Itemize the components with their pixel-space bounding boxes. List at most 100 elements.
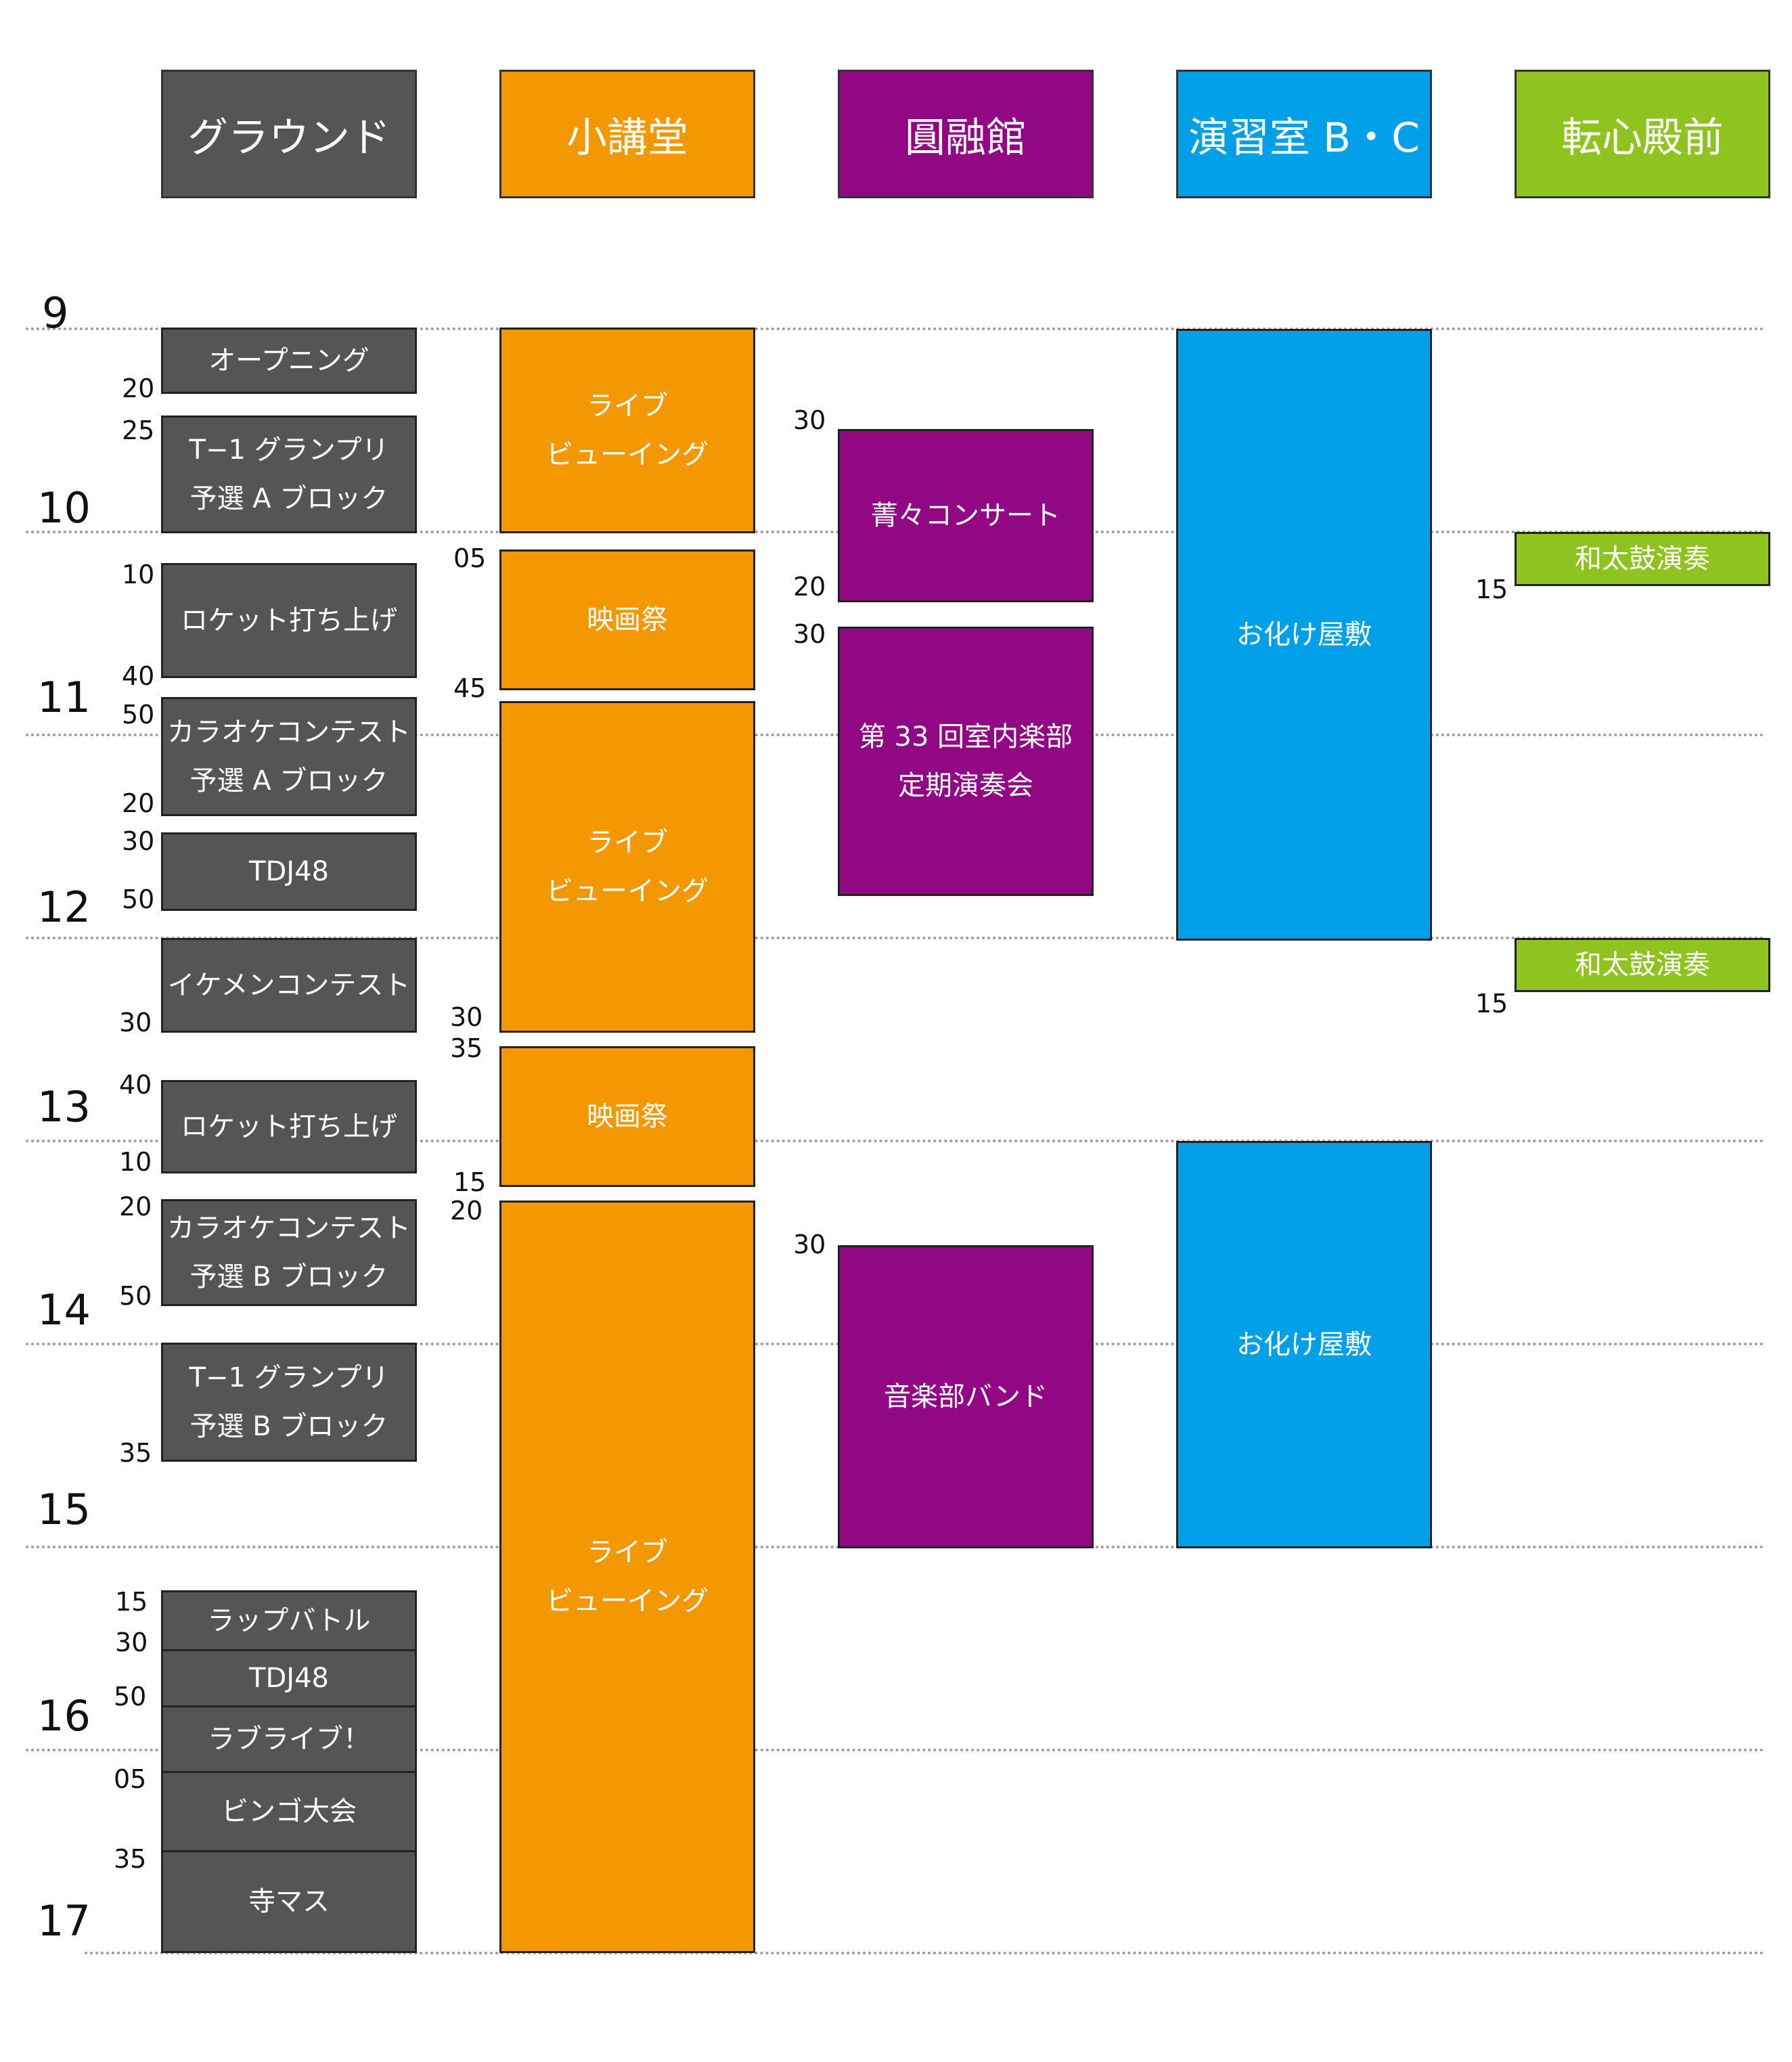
event-text: お化け屋敷 — [1236, 1329, 1372, 1360]
event-block[interactable]: 映画祭 — [499, 1046, 755, 1187]
event-block[interactable]: ラブライブ！ — [161, 1705, 417, 1773]
minute-label: 45 — [453, 673, 487, 703]
event-text: ロケット打ち上げ — [181, 605, 397, 636]
event-text: 予選 A ブロック — [189, 765, 388, 797]
event-block[interactable]: 音楽部バンド — [838, 1245, 1094, 1548]
hour-label: 10 — [37, 483, 91, 533]
hour-label: 12 — [37, 882, 91, 932]
minute-label: 15 — [1475, 989, 1508, 1018]
minute-label: 35 — [450, 1033, 483, 1063]
event-text: 和太鼓演奏 — [1575, 543, 1710, 575]
event-block[interactable]: T−1 グランプリ予選 B ブロック — [161, 1343, 417, 1462]
hour-label: 17 — [37, 1896, 91, 1946]
event-text: ビューイング — [546, 876, 709, 907]
event-block[interactable]: TDJ48 — [161, 1649, 417, 1707]
event-text: 菁々コンサート — [871, 500, 1060, 531]
event-block[interactable]: ライブビューイング — [499, 1201, 755, 1953]
minute-label: 10 — [122, 560, 155, 589]
event-block[interactable]: T−1 グランプリ予選 A ブロック — [161, 416, 417, 533]
hour-line-12 — [26, 937, 1765, 939]
event-text: TDJ48 — [249, 1663, 329, 1694]
event-text: ライブ — [587, 1537, 668, 1568]
minute-label: 50 — [122, 700, 155, 730]
event-text: 定期演奏会 — [898, 770, 1033, 801]
hour-label: 9 — [42, 288, 69, 338]
event-text: ロケット打ち上げ — [181, 1111, 397, 1142]
event-block[interactable]: TDJ48 — [161, 832, 417, 911]
event-text: 予選 A ブロック — [189, 483, 388, 514]
header-tenshinden: 転心殿前 — [1515, 70, 1770, 198]
minute-label: 20 — [119, 1192, 152, 1221]
event-text: 予選 B ブロック — [189, 1411, 388, 1442]
hour-label: 16 — [37, 1691, 91, 1741]
event-text: ビューイング — [546, 439, 709, 470]
event-block[interactable]: 寺マス — [161, 1850, 417, 1953]
event-text: お化け屋敷 — [1236, 619, 1372, 650]
minute-label: 30 — [793, 405, 826, 435]
event-block[interactable]: 菁々コンサート — [838, 429, 1094, 602]
event-text: ラップバトル — [207, 1605, 371, 1636]
header-enyuukan: 圓融館 — [838, 70, 1094, 198]
minute-label: 20 — [122, 788, 155, 818]
event-block[interactable]: オープニング — [161, 328, 417, 394]
minute-label: 05 — [453, 543, 487, 573]
event-text: ビューイング — [546, 1586, 709, 1617]
minute-label: 40 — [122, 661, 155, 691]
event-block[interactable]: カラオケコンテスト予選 B ブロック — [161, 1199, 417, 1306]
event-text: オープニング — [208, 345, 369, 376]
event-text: カラオケコンテスト — [167, 717, 411, 748]
event-block[interactable]: カラオケコンテスト予選 A ブロック — [161, 697, 417, 816]
event-text: 予選 B ブロック — [189, 1261, 388, 1293]
event-block[interactable]: ロケット打ち上げ — [161, 563, 417, 678]
event-block[interactable]: 和太鼓演奏 — [1515, 938, 1770, 992]
minute-label: 30 — [122, 826, 155, 856]
hour-line-16 — [26, 1749, 1765, 1751]
event-text: ライブ — [587, 390, 668, 422]
minute-label: 20 — [450, 1196, 483, 1226]
event-text: TDJ48 — [249, 856, 329, 887]
hour-line-9 — [26, 328, 1765, 330]
event-block[interactable]: ロケット打ち上げ — [161, 1080, 417, 1173]
event-text: ビンゴ大会 — [221, 1796, 357, 1827]
minute-label: 15 — [453, 1167, 487, 1197]
event-text: 映画祭 — [587, 1101, 668, 1132]
event-block[interactable]: 映画祭 — [499, 550, 755, 690]
event-block[interactable]: お化け屋敷 — [1176, 1141, 1432, 1548]
event-text: T−1 グランプリ — [189, 1362, 389, 1393]
minute-label: 30 — [793, 1230, 826, 1259]
event-block[interactable]: ライブビューイング — [499, 701, 755, 1033]
event-text: カラオケコンテスト — [167, 1213, 411, 1244]
hour-label: 13 — [37, 1082, 91, 1131]
minute-label: 35 — [119, 1438, 152, 1468]
minute-label: 05 — [114, 1764, 147, 1794]
event-block[interactable]: ビンゴ大会 — [161, 1771, 417, 1852]
event-text: ラブライブ！ — [208, 1724, 370, 1755]
event-block[interactable]: 第 33 回室内楽部定期演奏会 — [838, 627, 1094, 896]
minute-label: 15 — [115, 1587, 148, 1617]
event-text: 和太鼓演奏 — [1575, 949, 1710, 981]
event-block[interactable]: ラップバトル — [161, 1590, 417, 1651]
event-text: 第 33 回室内楽部 — [858, 721, 1073, 753]
minute-label: 50 — [119, 1281, 152, 1311]
minute-label: 35 — [114, 1844, 147, 1874]
hour-line-17 — [85, 1952, 1765, 1954]
minute-label: 40 — [119, 1070, 152, 1100]
minute-label: 25 — [122, 416, 155, 445]
event-block[interactable]: ライブビューイング — [499, 328, 755, 533]
event-block[interactable]: 和太鼓演奏 — [1515, 532, 1770, 586]
event-block[interactable]: お化け屋敷 — [1176, 329, 1432, 941]
hour-line-13 — [26, 1140, 1765, 1142]
minute-label: 30 — [450, 1002, 483, 1032]
minute-label: 20 — [793, 572, 826, 602]
header-ground: グラウンド — [161, 70, 417, 198]
minute-label: 30 — [115, 1628, 148, 1657]
minute-label: 50 — [122, 884, 155, 914]
event-text: T−1 グランプリ — [189, 434, 389, 466]
hour-label: 11 — [37, 673, 91, 722]
event-text: 音楽部バンド — [884, 1381, 1048, 1412]
event-text: イケメンコンテスト — [167, 970, 411, 1001]
minute-label: 20 — [122, 374, 155, 403]
event-block[interactable]: イケメンコンテスト — [161, 938, 417, 1033]
event-text: 映画祭 — [587, 604, 668, 635]
minute-label: 15 — [1475, 575, 1508, 604]
